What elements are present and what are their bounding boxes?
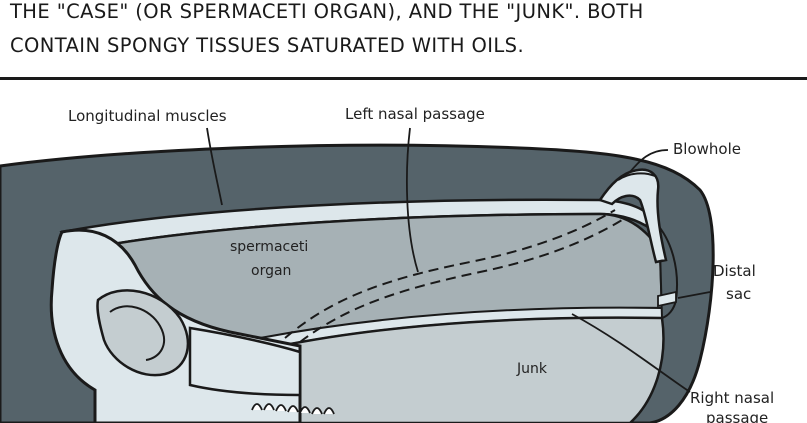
label-right-nasal-line1: Right nasal — [690, 389, 774, 407]
label-longitudinal-muscles: Longitudinal muscles — [68, 107, 227, 125]
label-distal-line1: Distal — [713, 262, 756, 280]
label-spermaceti-line1: spermaceti — [230, 239, 308, 255]
label-left-nasal-passage: Left nasal passage — [345, 105, 485, 123]
label-blowhole: Blowhole — [673, 140, 741, 158]
label-distal-line2: sac — [726, 285, 751, 303]
label-junk: Junk — [516, 361, 548, 377]
label-spermaceti-line2: organ — [251, 263, 291, 279]
label-right-nasal-line2: passage — [706, 409, 768, 423]
